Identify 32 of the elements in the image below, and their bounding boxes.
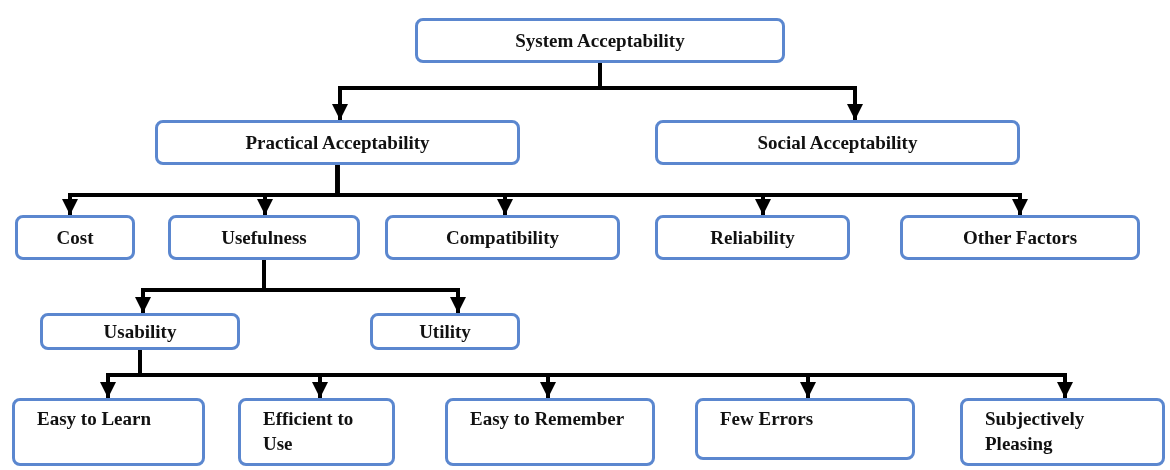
category-box <box>155 120 520 165</box>
box-label: Social Acceptability <box>757 131 918 154</box>
category-box <box>370 313 520 350</box>
box-label: Utility <box>419 320 471 343</box>
category-box <box>445 398 655 466</box>
category-box <box>15 215 135 260</box>
category-box <box>655 215 850 260</box>
box-label: Compatibility <box>446 226 559 249</box>
box-label: Cost <box>56 226 94 249</box>
box-label: Efficient to Use <box>263 407 355 456</box>
category-box <box>415 18 785 63</box>
box-label: Reliability <box>710 226 795 249</box>
category-box <box>238 398 395 466</box>
box-label: Usefulness <box>221 226 307 249</box>
arrow <box>335 165 1028 215</box>
category-box <box>12 398 205 466</box>
category-box <box>168 215 360 260</box>
category-box <box>655 120 1020 165</box>
category-box <box>40 313 240 350</box>
box-label: Other Factors <box>962 226 1078 249</box>
box-label: Usability <box>103 320 177 343</box>
arrow <box>262 260 466 313</box>
box-label: Practical Acceptability <box>245 131 430 154</box>
box-label: Easy to Remember <box>470 407 625 431</box>
box-label: Few Errors <box>720 407 814 431</box>
box-label: Subjectively Pleasing <box>985 407 1086 456</box>
box-label: Easy to Learn <box>37 407 151 431</box>
box-label: System Acceptability <box>515 29 685 52</box>
category-box <box>385 215 620 260</box>
category-box <box>900 215 1140 260</box>
category-box <box>695 398 915 460</box>
category-box <box>960 398 1165 466</box>
